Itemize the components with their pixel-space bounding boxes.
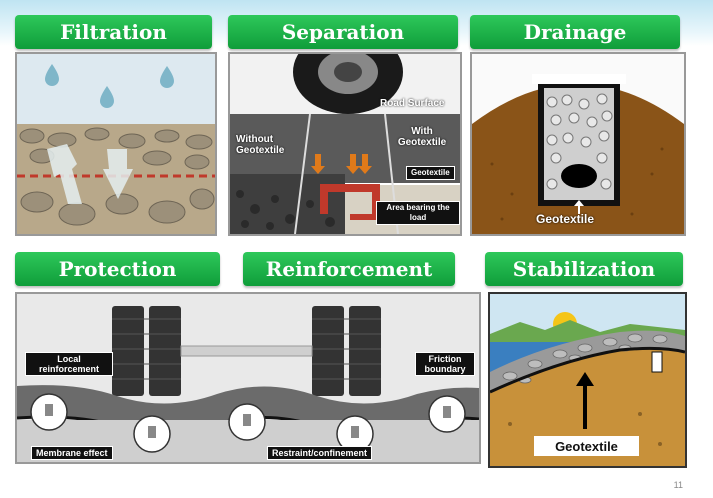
tile-separation: Separation — [228, 15, 458, 49]
drainage-illustration: Geotextile — [470, 52, 686, 236]
tile-protection: Protection — [15, 252, 220, 286]
road-surface-label: Road Surface — [380, 98, 445, 109]
tile-reinforcement: Reinforcement — [243, 252, 455, 286]
geotextile-label-drainage: Geotextile — [536, 212, 595, 226]
geotextile-label-stabilization: Geotextile — [555, 439, 618, 454]
restraint-confinement-label: Restraint/confinement — [267, 446, 373, 460]
geotextile-label-separation: Geotextile — [406, 166, 455, 180]
friction-boundary-label: Friction boundary — [415, 352, 475, 376]
filtration-illustration — [15, 52, 217, 236]
tile-stabilization: Stabilization — [485, 252, 683, 286]
tile-drainage: Drainage — [470, 15, 680, 49]
local-reinforcement-label: Local reinforcement — [25, 352, 113, 376]
area-bearing-label: Area bearing the load — [376, 201, 460, 225]
with-geotextile-label: With Geotextile — [397, 126, 447, 148]
tile-filtration: Filtration — [15, 15, 212, 49]
page-number: 11 — [673, 480, 683, 490]
without-geotextile-label: Without Geotextile — [236, 134, 285, 156]
separation-illustration: Road Surface Without Geotextile With Geo… — [228, 52, 462, 236]
stabilization-illustration: Geotextile — [488, 292, 687, 468]
protection-reinforcement-illustration: Local reinforcement Friction boundary Me… — [15, 292, 481, 464]
membrane-effect-label: Membrane effect — [31, 446, 113, 460]
